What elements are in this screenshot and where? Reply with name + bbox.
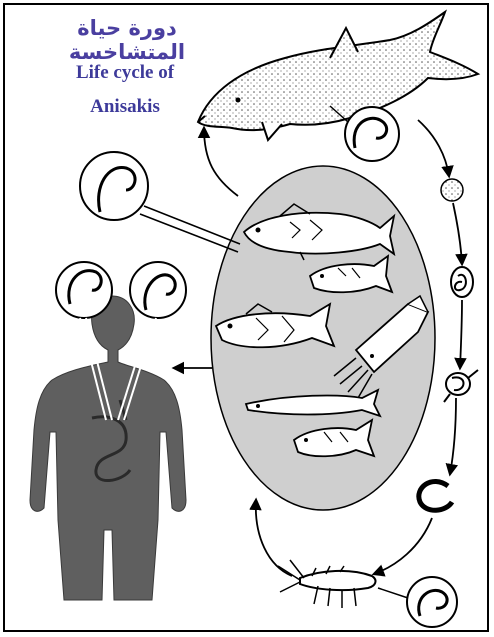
embryonated-egg [451,267,473,297]
krill-larva-inset [378,577,457,627]
arrow-hatching-to-larva [450,398,456,474]
arrow-dolphin-to-egg [418,120,449,176]
arrow-krill-to-fish [256,500,292,576]
egg [441,179,463,201]
title-arabic: دورة حياة المتشاخسة [18,16,236,64]
hatching-larva [444,370,478,402]
dolphin-larva-inset [330,106,399,161]
dolphin [198,12,478,140]
arrow-embryo-to-hatching [460,300,462,368]
arrow-larva-to-krill [374,518,432,574]
title-english-line2: Anisakis [30,96,220,118]
fish-larva-inset [80,152,240,252]
free-larva [419,481,452,510]
human-host [30,296,186,600]
title-english-line1: Life cycle of [30,62,220,84]
arrow-fish-to-dolphin [204,128,238,196]
arrow-egg-to-embryo [453,203,462,264]
krill [278,560,375,608]
